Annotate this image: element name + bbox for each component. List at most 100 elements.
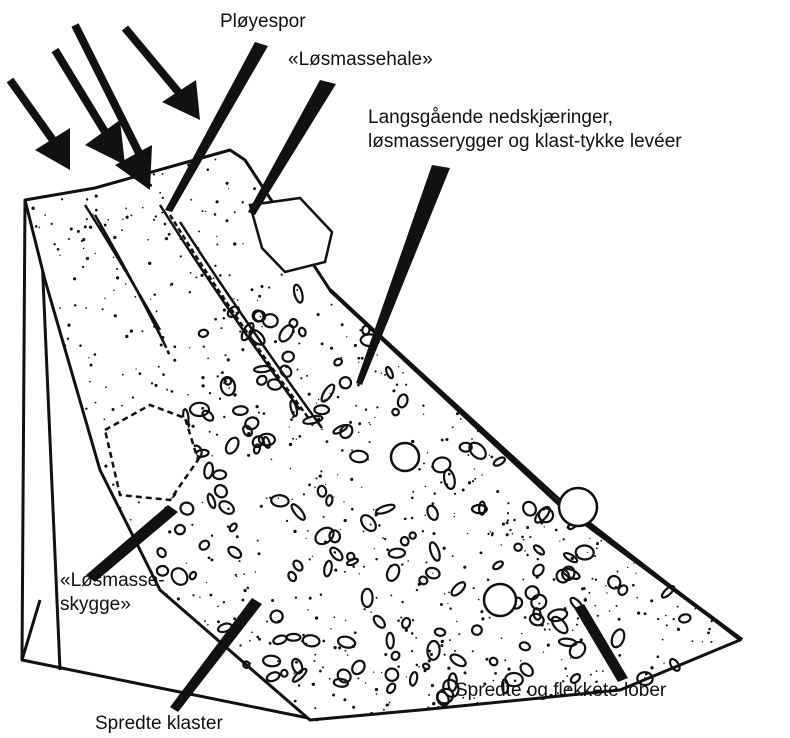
- stipple-dot: [665, 615, 667, 617]
- stipple-dot: [234, 211, 236, 213]
- label-loesmasseskygge: «Løsmasse- skygge»: [60, 569, 165, 617]
- stipple-dot: [485, 658, 488, 661]
- stipple-dot: [241, 599, 244, 602]
- stipple-dot: [156, 310, 158, 312]
- stipple-dot: [205, 211, 206, 212]
- stipple-dot: [596, 670, 598, 672]
- stipple-dot: [522, 579, 524, 581]
- stipple-dot: [67, 324, 70, 327]
- stipple-dot: [415, 637, 417, 639]
- stipple-dot: [452, 555, 454, 557]
- stipple-dot: [343, 698, 346, 701]
- stipple-dot: [208, 557, 211, 560]
- stipple-dot: [258, 295, 261, 298]
- stipple-dot: [111, 408, 114, 411]
- stipple-dot: [153, 325, 155, 327]
- stipple-dot: [139, 372, 142, 375]
- stipple-dot: [468, 481, 471, 484]
- stipple-dot: [192, 594, 194, 596]
- stipple-dot: [308, 483, 311, 486]
- stipple-dot: [583, 587, 586, 590]
- stipple-dot: [168, 233, 171, 236]
- stipple-dot: [559, 540, 560, 541]
- label-langsgaaende-line-2: løsmasserygger og klast-tykke levéer: [368, 130, 682, 154]
- stipple-dot: [334, 569, 337, 572]
- stipple-dot: [82, 238, 85, 241]
- stipple-dot: [202, 502, 204, 504]
- stipple-dot: [600, 540, 602, 542]
- stipple-dot: [440, 481, 442, 483]
- stipple-dot: [298, 343, 300, 345]
- stipple-dot: [125, 335, 128, 338]
- stipple-dot: [217, 620, 220, 623]
- stipple-dot: [576, 624, 578, 626]
- stipple-dot: [95, 195, 98, 198]
- stipple-dot: [85, 307, 87, 309]
- stipple-dot: [618, 618, 621, 621]
- stipple-dot: [425, 486, 427, 488]
- stipple-dot: [190, 272, 192, 274]
- stipple-dot: [329, 678, 331, 680]
- stipple-dot: [240, 659, 242, 661]
- stipple-dot: [320, 594, 322, 596]
- stipple-dot: [397, 665, 400, 668]
- label-spredte-klaster: Spredte klaster: [95, 712, 223, 736]
- stipple-dot: [489, 455, 490, 456]
- stipple-dot: [481, 617, 484, 620]
- stipple-dot: [103, 418, 105, 420]
- stipple-dot: [315, 616, 318, 619]
- stipple-dot: [524, 616, 527, 619]
- stipple-dot: [290, 468, 292, 470]
- stipple-dot: [272, 370, 274, 372]
- stipple-dot: [214, 265, 216, 267]
- label-loesmasseskygge-line-2: skygge»: [60, 593, 165, 617]
- stipple-dot: [591, 578, 593, 580]
- stipple-dot: [501, 544, 502, 545]
- stipple-dot: [376, 354, 377, 355]
- stipple-dot: [209, 594, 212, 597]
- stipple-dot: [260, 316, 262, 318]
- stipple-dot: [228, 188, 229, 189]
- stipple-dot: [361, 357, 364, 360]
- stipple-dot: [490, 456, 493, 459]
- stipple-dot: [538, 602, 540, 604]
- stipple-dot: [383, 709, 385, 711]
- stipple-dot: [448, 473, 451, 476]
- stipple-dot: [437, 706, 439, 708]
- stipple-dot: [330, 347, 333, 350]
- stipple-dot: [108, 242, 109, 243]
- stipple-dot: [122, 219, 123, 220]
- stipple-dot: [189, 237, 190, 238]
- stipple-dot: [229, 274, 231, 276]
- stipple-dot: [154, 384, 157, 387]
- stipple-dot: [233, 298, 234, 299]
- stipple-dot: [633, 563, 634, 564]
- stipple-dot: [261, 326, 263, 328]
- stipple-dot: [296, 438, 297, 439]
- stipple-dot: [233, 242, 236, 245]
- stipple-dot: [90, 364, 93, 367]
- stipple-dot: [507, 519, 509, 521]
- stipple-dot: [506, 533, 509, 536]
- stipple-dot: [289, 443, 292, 446]
- stipple-dot: [521, 633, 522, 634]
- stipple-dot: [544, 526, 545, 527]
- stipple-dot: [375, 688, 378, 691]
- stipple-dot: [216, 200, 219, 203]
- stipple-dot: [269, 642, 272, 645]
- stipple-dot: [657, 618, 659, 620]
- stipple-dot: [506, 521, 509, 524]
- stipple-dot: [200, 274, 203, 277]
- stipple-dot: [85, 408, 87, 410]
- stipple-dot: [456, 621, 457, 622]
- stipple-dot: [430, 653, 433, 656]
- stipple-dot: [165, 237, 168, 240]
- stipple-dot: [113, 236, 116, 239]
- stipple-dot: [291, 499, 292, 500]
- stipple-dot: [308, 393, 311, 396]
- stipple-dot: [255, 405, 258, 408]
- stipple-dot: [707, 632, 710, 635]
- stipple-dot: [511, 455, 514, 458]
- stipple-dot: [153, 173, 155, 175]
- pointer-wedge-icon: [356, 165, 450, 385]
